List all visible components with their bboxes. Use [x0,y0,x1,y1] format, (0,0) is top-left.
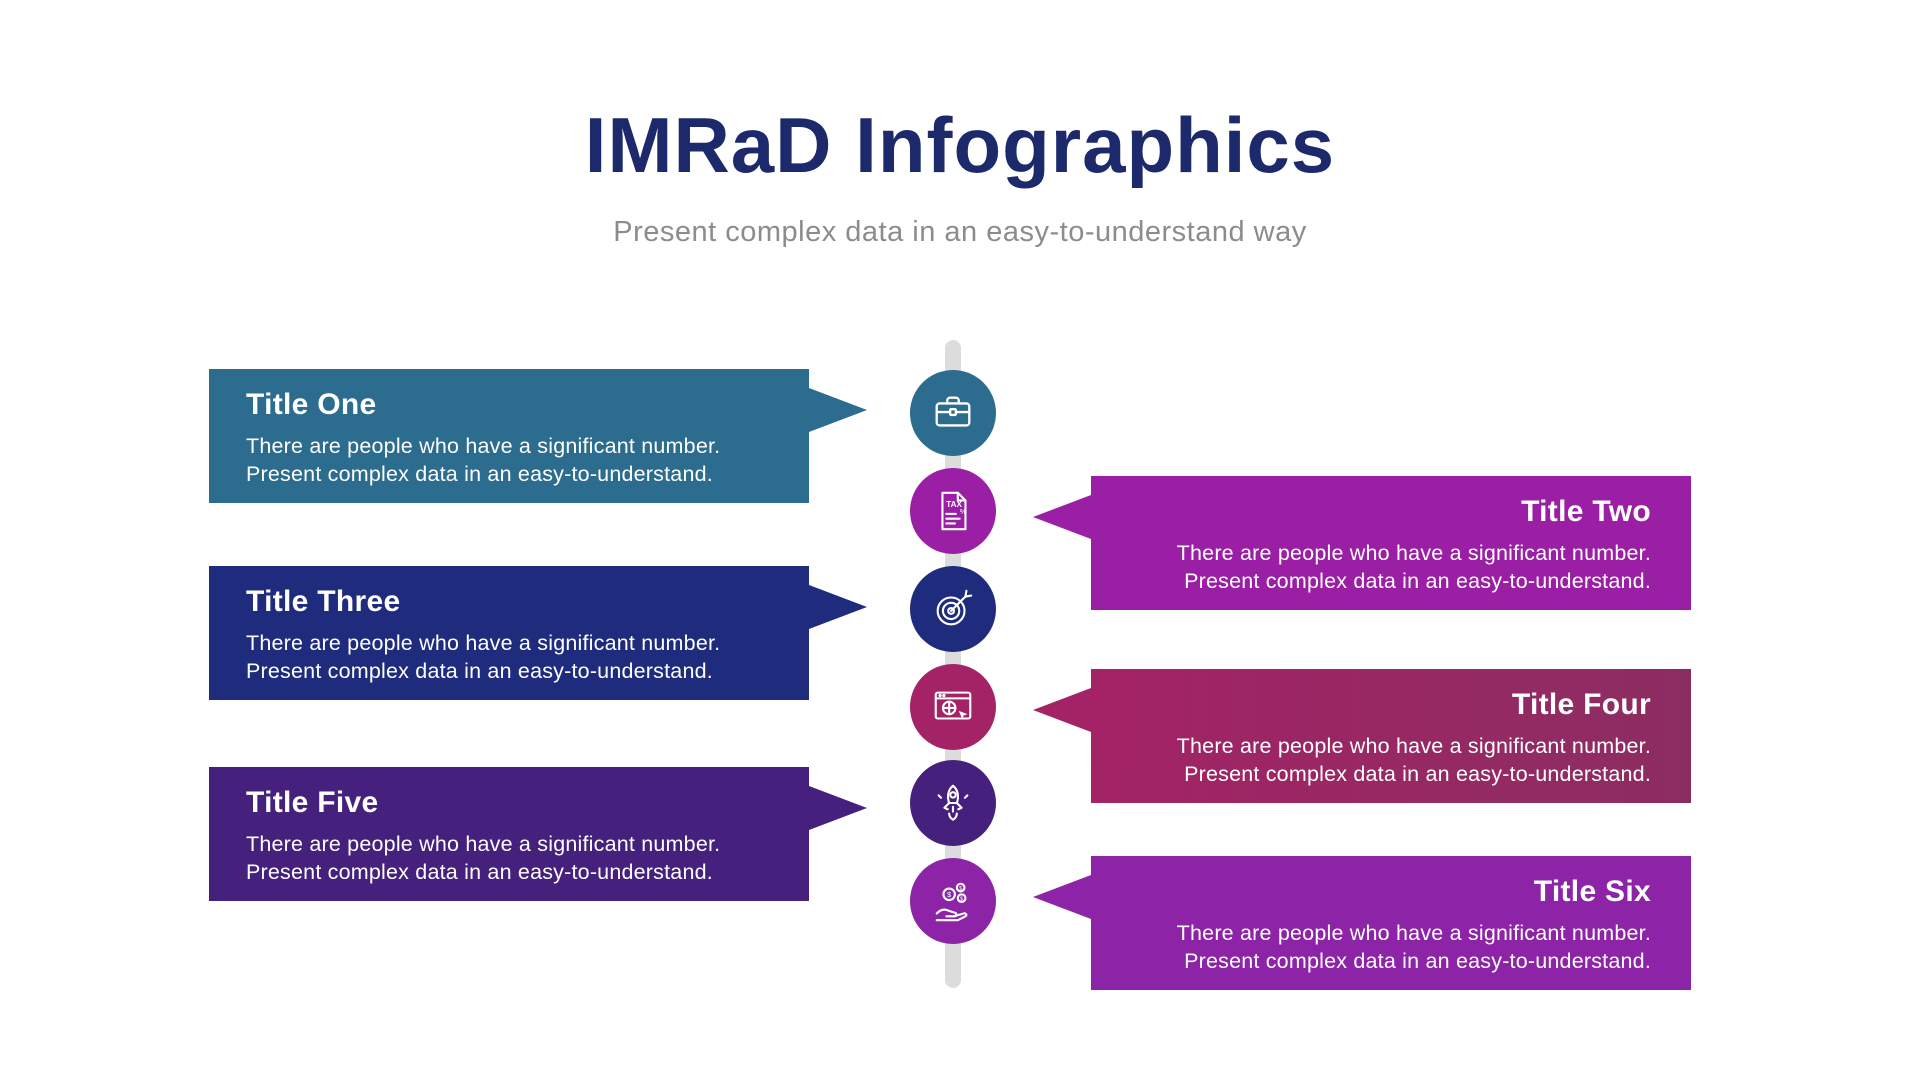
card-body: There are people who have a significant … [246,832,721,885]
card-title-one: Title One There are people who have a si… [209,369,867,503]
svg-text:%: % [960,507,967,516]
timeline-node-6: $ $ $ [910,858,996,944]
card-title: Title Four [1511,688,1651,721]
card-title: Title Two [1521,495,1651,528]
card-title-four: Title Four There are people who have a s… [1033,669,1691,803]
browser-icon [930,684,976,730]
card-body: There are people who have a significant … [246,434,721,487]
card-body: There are people who have a significant … [1176,734,1651,787]
svg-text:$: $ [960,897,964,903]
rocket-icon [930,780,976,826]
card-title: Title Three [246,585,401,618]
card-title: Title Six [1533,875,1651,908]
card-pointer [809,388,867,432]
page-title: IMRaD Infographics [584,101,1336,189]
timeline-node-2: TAX % [910,468,996,554]
card-title: Title One [246,388,377,421]
card-pointer [1033,688,1091,732]
svg-text:$: $ [959,886,963,892]
card-pointer [809,585,867,629]
page-subtitle: Present complex data in an easy-to-under… [613,216,1307,248]
target-icon [930,586,976,632]
timeline-node-5 [910,760,996,846]
card-body: There are people who have a significant … [1176,921,1651,974]
card-title-three: Title Three There are people who have a … [209,566,867,700]
card-title-two: Title Two There are people who have a si… [1033,476,1691,610]
card-pointer [809,786,867,830]
card-pointer [1033,495,1091,539]
briefcase-icon [930,390,976,436]
money-hand-icon: $ $ $ [930,878,976,924]
card-pointer [1033,875,1091,919]
card-title-six: Title Six There are people who have a si… [1033,856,1691,990]
tax-document-icon: TAX % [930,488,976,534]
svg-text:$: $ [947,890,952,899]
header: IMRaD Infographics Present complex data … [0,106,1920,249]
card-body: There are people who have a significant … [246,631,721,684]
timeline-node-1 [910,370,996,456]
card-body: There are people who have a significant … [1176,541,1651,594]
timeline-node-3 [910,566,996,652]
svg-text:TAX: TAX [946,500,962,509]
card-title: Title Five [246,786,379,819]
card-title-five: Title Five There are people who have a s… [209,767,867,901]
timeline-node-4 [910,664,996,750]
